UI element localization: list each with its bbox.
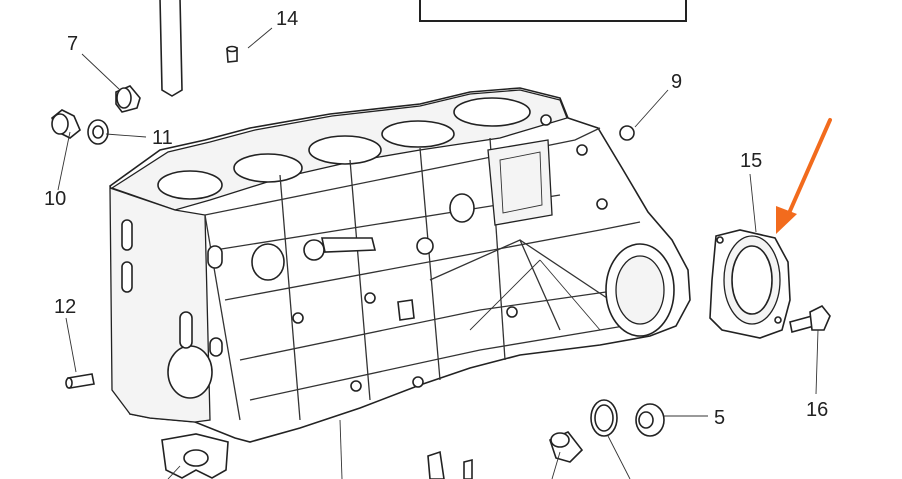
leader-lines: [57, 27, 819, 479]
sleeve: [549, 431, 584, 463]
part-10-screw-plug: [51, 109, 81, 139]
callout-11: 11: [152, 127, 173, 149]
engine-block: [109, 87, 691, 443]
highlight-arrow: [776, 118, 832, 234]
callout-9: 9: [671, 71, 682, 93]
part-9-ball: [619, 125, 635, 141]
title-box: [419, 0, 687, 22]
part-14-pin: [226, 45, 238, 63]
guide-rod: [159, 0, 183, 97]
bottom-fittings: [427, 450, 473, 479]
callout-15: 15: [740, 150, 762, 172]
part-11-seal-ring: [87, 119, 109, 145]
part-12-dowel: [65, 373, 95, 389]
callout-12: 12: [54, 296, 76, 318]
callout-10: 10: [44, 188, 66, 210]
callout-16: 16: [806, 399, 828, 421]
callout-labels: 14 7 9 11 10 15 12 16 5: [44, 8, 828, 429]
callout-7: 7: [67, 33, 78, 55]
callout-14: 14: [276, 8, 298, 30]
part-16-bolt: [789, 304, 831, 333]
bearing-bracket: [161, 433, 229, 479]
o-ring: [590, 399, 618, 437]
part-15-seal-cover: [709, 229, 791, 339]
part-5-seal: [635, 403, 665, 437]
callout-5: 5: [714, 407, 725, 429]
part-7-plug: [115, 85, 141, 113]
